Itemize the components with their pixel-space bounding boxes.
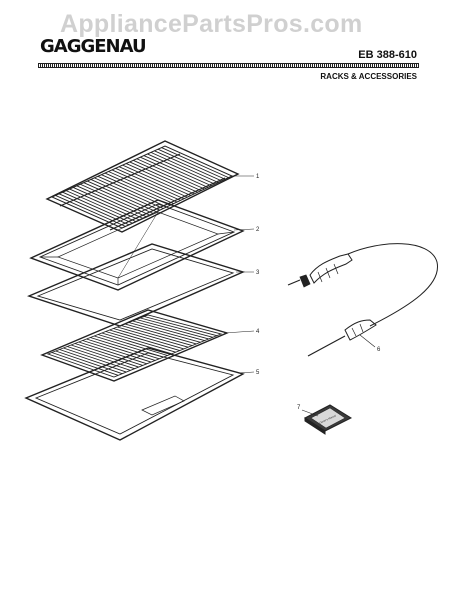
rack-wire — [161, 147, 229, 179]
rack-wire — [122, 164, 191, 196]
rack-wire — [143, 155, 212, 187]
rack-wire — [111, 169, 181, 201]
rack-wire — [120, 325, 193, 347]
rack-4-wires — [51, 316, 217, 376]
rack-wire — [97, 175, 167, 208]
rack-wire — [90, 179, 160, 211]
callout-1: 1 — [256, 174, 260, 180]
rack-wire — [140, 317, 213, 338]
part-5-drip-tray — [24, 347, 245, 441]
rack-wire — [82, 340, 152, 363]
rack-wire — [78, 341, 148, 365]
rack-wire — [74, 343, 143, 366]
rack-wire — [97, 334, 168, 356]
header-rule — [38, 63, 419, 68]
rack-wire — [124, 323, 197, 345]
rack-wire — [154, 150, 222, 182]
part-3-tray — [27, 243, 246, 327]
rack-wire — [55, 350, 123, 375]
rack-wire — [58, 193, 130, 226]
rack-wire — [90, 337, 160, 360]
rack-wire — [136, 319, 209, 340]
callout-2: 2 — [256, 227, 260, 233]
rack-wire — [144, 316, 217, 337]
callout-4: 4 — [256, 329, 260, 335]
leader-lines — [223, 175, 376, 417]
rack-wire — [51, 352, 119, 376]
part-1-oven-rack — [45, 140, 240, 233]
part-2-broil-pan — [29, 199, 245, 291]
rack-wire — [108, 171, 178, 203]
rack-wire — [132, 320, 205, 342]
rack-wire — [67, 346, 135, 370]
section-title: RACKS & ACCESSORIES — [320, 72, 417, 81]
rack-wire — [87, 180, 157, 213]
rack-wire — [80, 183, 150, 216]
rack-wire — [136, 158, 205, 190]
manual-cover-text: Owner's Manual — [319, 414, 337, 425]
rack-wire — [62, 191, 133, 224]
rack-wire — [150, 151, 219, 183]
rack-wire — [104, 172, 174, 205]
rack-wire — [125, 163, 195, 195]
rack-wire — [94, 177, 164, 209]
rack-wire — [73, 187, 143, 219]
rack-wire — [63, 347, 131, 371]
rack-wire — [115, 167, 185, 200]
callout-6: 6 — [377, 347, 381, 353]
rack-wire — [101, 332, 172, 355]
callout-7: 7 — [297, 405, 301, 411]
rack-wire — [86, 338, 156, 361]
part-7-owners-manual: Owner's Manual — [304, 404, 353, 435]
part-6-meat-probe — [287, 243, 438, 357]
model-number: EB 388-610 — [358, 49, 417, 61]
callout-5: 5 — [256, 370, 260, 376]
rack-wire — [128, 322, 201, 343]
callout-3: 3 — [256, 270, 260, 276]
rack-wire — [157, 148, 226, 180]
rack-wire — [109, 329, 180, 351]
rack-wire — [83, 182, 154, 214]
rack-wire — [147, 153, 215, 185]
rack-wire — [129, 161, 198, 193]
rack-wire — [55, 194, 126, 227]
rack-wire — [65, 190, 136, 222]
brand-logo: GAGGENAU — [40, 36, 147, 57]
watermark: AppliancePartsPros.com — [60, 10, 363, 38]
rack-wire — [118, 166, 188, 198]
rack-wire — [105, 331, 176, 353]
rack-wire — [70, 344, 139, 368]
rack-wire — [140, 156, 209, 188]
rack-wire — [59, 349, 127, 373]
rack-wire — [117, 326, 189, 348]
rack-wire — [69, 188, 140, 221]
rack-wire — [113, 328, 185, 350]
part-4-oven-rack — [40, 309, 230, 382]
rack-wire — [133, 159, 202, 192]
